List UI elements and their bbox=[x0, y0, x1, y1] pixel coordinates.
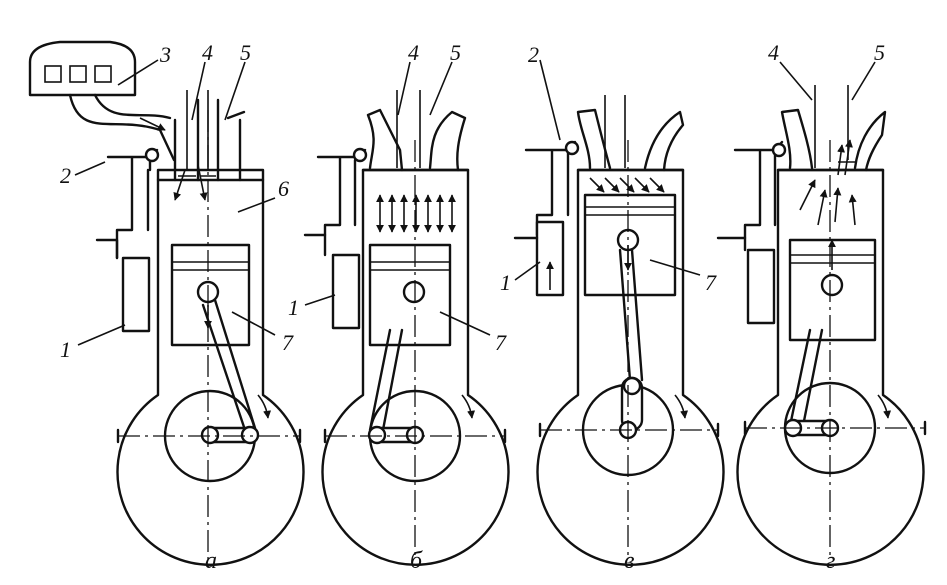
label-2: 2 bbox=[528, 42, 539, 67]
label-4: 4 bbox=[202, 40, 213, 65]
label-5: 5 bbox=[450, 40, 461, 65]
panel-a-intake bbox=[28, 40, 305, 566]
caption-c: в bbox=[624, 548, 634, 574]
crankcase-outline bbox=[736, 168, 925, 566]
caption-a: а bbox=[205, 548, 217, 574]
panel-captions: а б в г bbox=[205, 548, 835, 574]
combustion-arrows bbox=[589, 177, 665, 193]
connecting-rod bbox=[788, 328, 824, 428]
caption-b: б bbox=[410, 548, 423, 574]
rocker-arm bbox=[106, 148, 159, 260]
label-5: 5 bbox=[240, 40, 251, 65]
exhaust-arrows bbox=[799, 139, 857, 226]
callout-labels: 3 4 5 2 6 7 1 4 5 1 7 2 1 7 4 5 bbox=[60, 40, 885, 362]
valve-4 bbox=[178, 90, 196, 177]
connecting-rod bbox=[368, 328, 404, 432]
exhaust-port bbox=[853, 110, 887, 172]
label-4: 4 bbox=[768, 40, 779, 65]
caption-d: г bbox=[826, 548, 835, 574]
exhaust-port bbox=[216, 98, 246, 182]
valve-4 bbox=[806, 85, 824, 171]
exhaust-port bbox=[643, 110, 685, 172]
crankcase-outline bbox=[116, 168, 305, 566]
label-7: 7 bbox=[282, 330, 294, 355]
rocker-arm bbox=[316, 148, 367, 257]
valve-4 bbox=[597, 95, 613, 171]
carburetor-box bbox=[28, 40, 137, 97]
crankcase-outline bbox=[321, 168, 510, 566]
pushrod-1 bbox=[331, 253, 361, 330]
valve-4 bbox=[388, 90, 406, 171]
intake-pipe bbox=[68, 93, 176, 162]
label-5: 5 bbox=[874, 40, 885, 65]
valve-5 bbox=[617, 95, 633, 171]
label-3: 3 bbox=[159, 42, 171, 67]
label-4: 4 bbox=[408, 40, 419, 65]
panel-d-exhaust bbox=[716, 85, 927, 566]
label-1: 1 bbox=[60, 337, 71, 362]
pushrod-1 bbox=[121, 256, 151, 333]
label-1: 1 bbox=[288, 295, 299, 320]
label-6: 6 bbox=[278, 176, 289, 201]
panel-b-compression bbox=[303, 90, 510, 566]
crankcase-outline bbox=[536, 168, 725, 566]
pressure-arrows bbox=[376, 194, 456, 233]
intake-port bbox=[780, 108, 814, 170]
exhaust-port bbox=[428, 110, 467, 172]
panel-c-power bbox=[513, 95, 725, 566]
label-2: 2 bbox=[60, 163, 71, 188]
pushrod-1 bbox=[746, 248, 776, 325]
label-7: 7 bbox=[495, 330, 507, 355]
label-1: 1 bbox=[500, 270, 511, 295]
rocker-arm bbox=[733, 140, 784, 252]
label-7: 7 bbox=[705, 270, 717, 295]
